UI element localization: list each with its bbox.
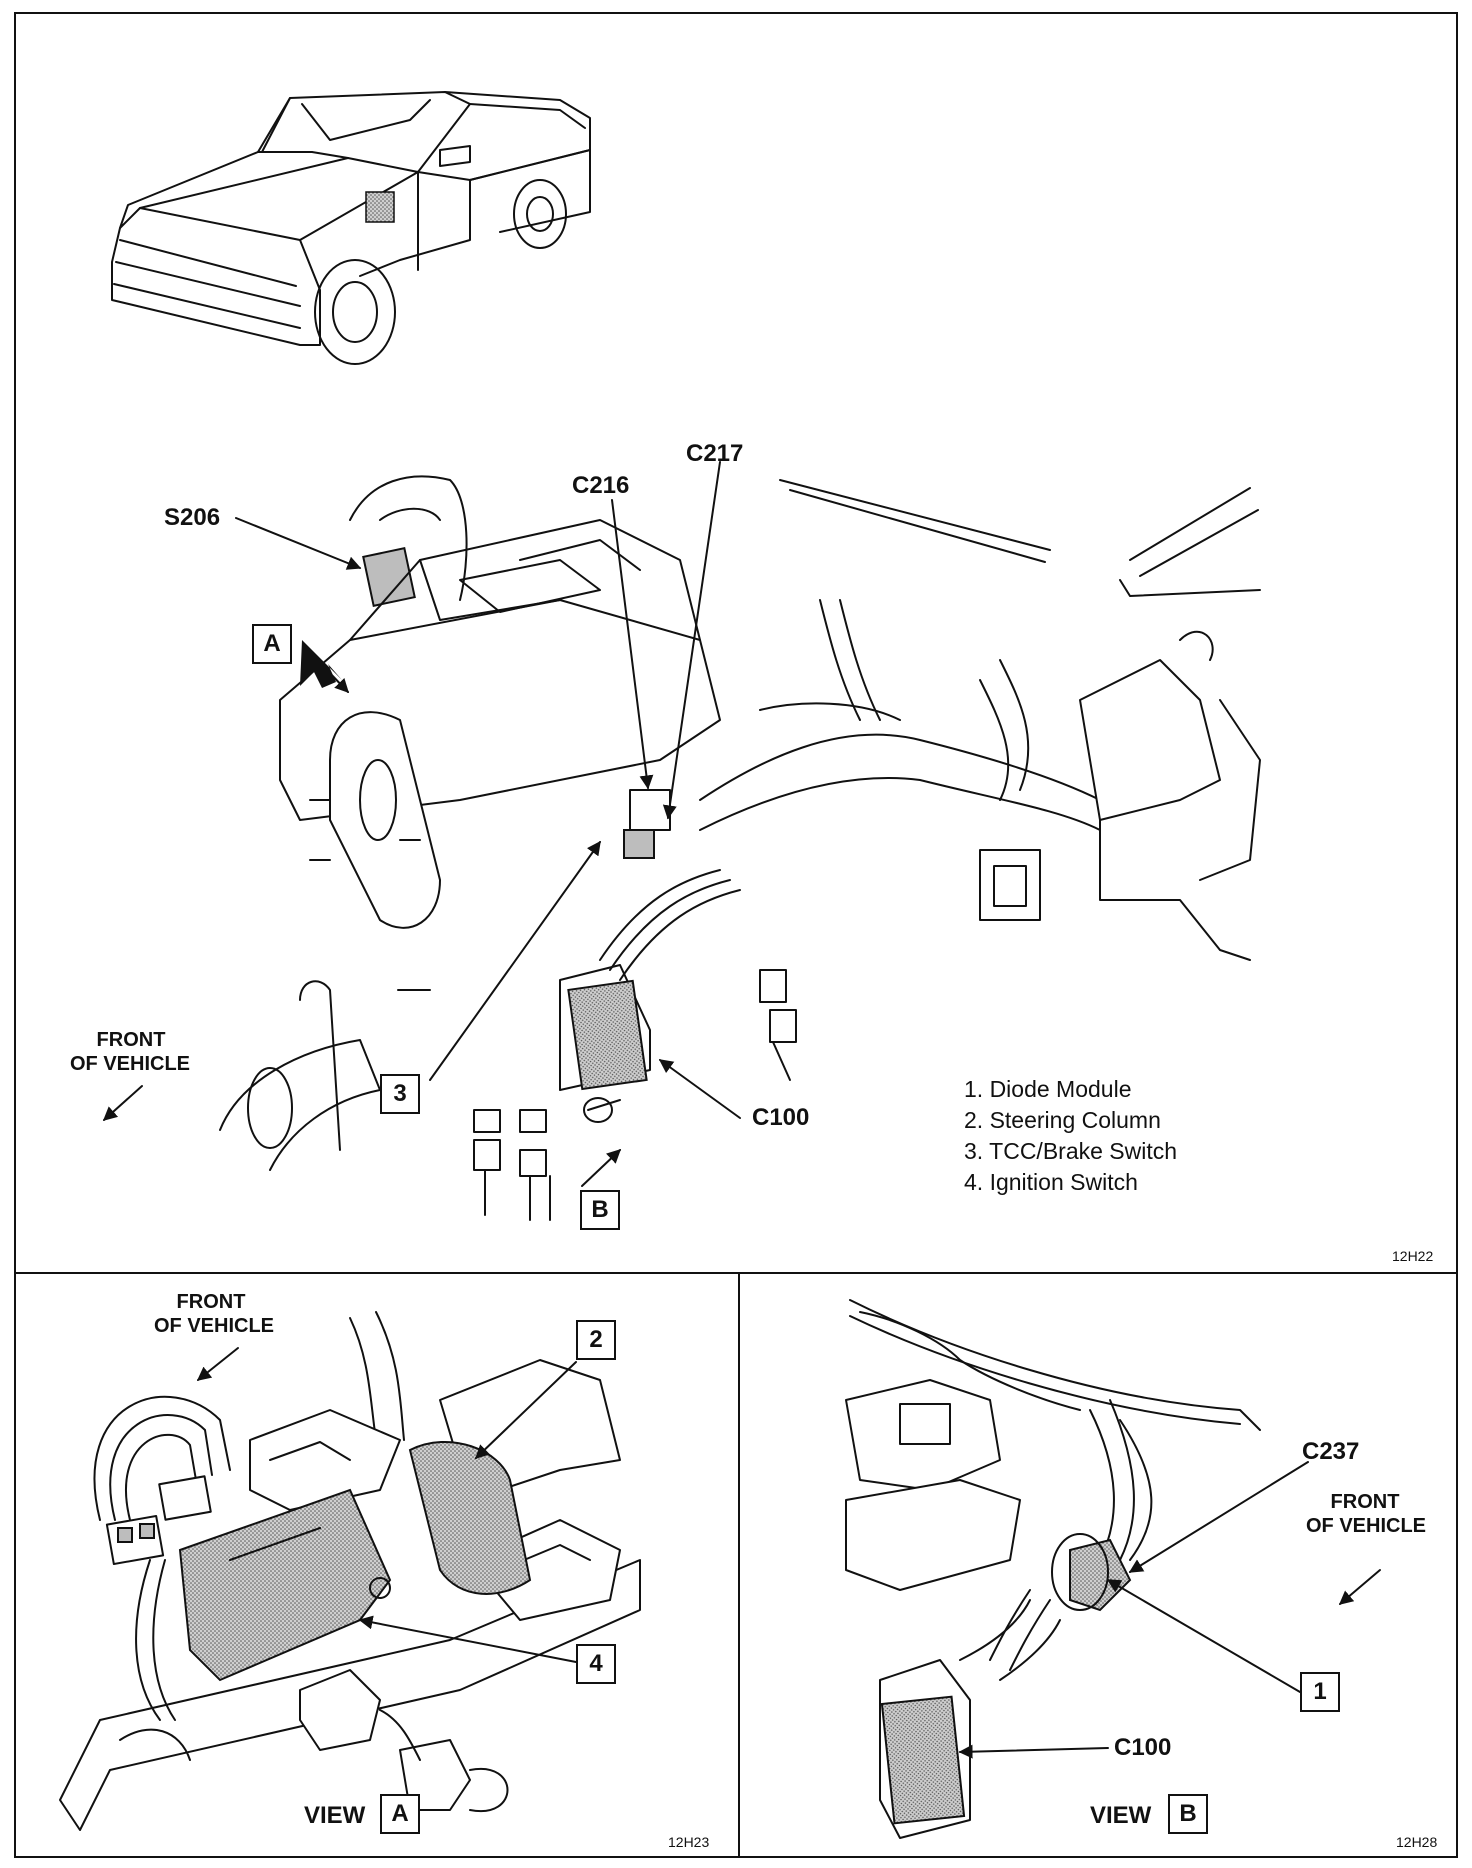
legend-item-2: 2. Steering Column	[964, 1107, 1161, 1133]
callout-box-a: A	[252, 624, 292, 664]
label-c217: C217	[686, 440, 744, 467]
callout-box-3: 3	[380, 1074, 420, 1114]
label-c100-view-b: C100	[1114, 1734, 1172, 1761]
figure-code-main: 12H22	[1392, 1248, 1434, 1264]
view-b-title: VIEW	[1090, 1802, 1152, 1829]
label-front-view-b-line1: FRONT	[1330, 1491, 1400, 1513]
label-front-main-line1: FRONT	[96, 1029, 166, 1051]
label-c216: C216	[572, 472, 630, 499]
legend-item-3: 3. TCC/Brake Switch	[964, 1138, 1178, 1164]
callout-box-2: 2	[576, 1320, 616, 1360]
component-legend: 1. Diode Module 2. Steering Column 3. TC…	[964, 1076, 1177, 1200]
label-front-view-a-line1: FRONT	[176, 1291, 246, 1313]
pickup-truck-illustration	[111, 91, 591, 365]
view-a-title: VIEW	[304, 1802, 366, 1829]
view-a-title-box: A	[380, 1794, 420, 1834]
callout-box-4: 4	[576, 1644, 616, 1684]
figure-code-view-a: 12H23	[668, 1834, 710, 1850]
view-a-illustration	[59, 1311, 641, 1831]
label-c100-main: C100	[752, 1104, 810, 1131]
callout-box-1: 1	[1300, 1672, 1340, 1712]
callout-box-b: B	[580, 1190, 620, 1230]
label-front-view-b-line2: OF VEHICLE	[1305, 1515, 1426, 1537]
view-b-panel	[738, 1272, 1458, 1858]
label-s206: S206	[164, 504, 221, 531]
label-front-main-line2: OF VEHICLE	[69, 1053, 190, 1075]
legend-item-1: 1. Diode Module	[964, 1076, 1132, 1102]
label-c237: C237	[1302, 1438, 1360, 1465]
legend-item-4: 4. Ignition Switch	[964, 1169, 1138, 1195]
view-b-illustration	[845, 1299, 1381, 1839]
figure-code-view-b: 12H28	[1396, 1834, 1438, 1850]
instrument-panel-illustration	[102, 461, 1261, 1221]
label-front-view-a-line2: OF VEHICLE	[153, 1315, 274, 1337]
view-b-title-box: B	[1168, 1794, 1208, 1834]
